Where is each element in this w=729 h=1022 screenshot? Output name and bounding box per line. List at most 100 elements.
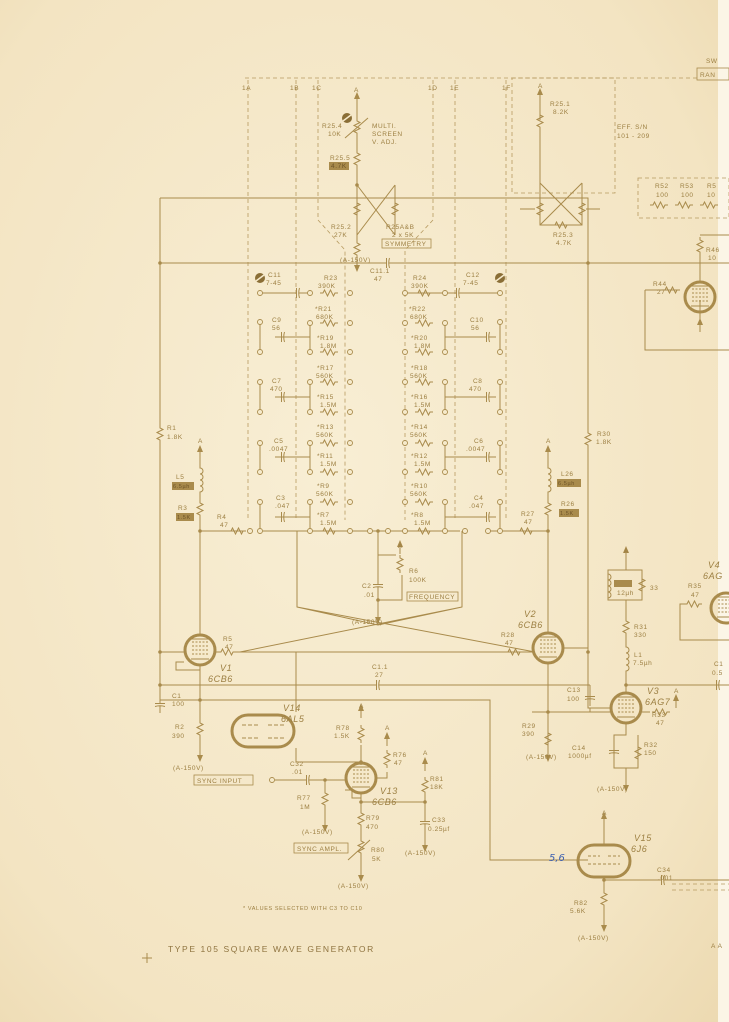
corner-text: A A xyxy=(711,943,723,950)
r11-val: 1.5M xyxy=(320,461,337,468)
r80-val: 5K xyxy=(372,856,381,863)
r26-val: 1.5K xyxy=(560,511,574,517)
r20-ref: *R20 xyxy=(411,335,428,342)
r4-val: 47 xyxy=(220,522,228,529)
frequency-control-box[interactable] xyxy=(406,591,459,602)
symmetry-control-box[interactable] xyxy=(381,238,432,249)
v2-tube-icon xyxy=(531,631,565,665)
c34-ref: C34 xyxy=(657,867,671,874)
r5x-ref: R5 xyxy=(707,183,717,190)
r19-ref: *R19 xyxy=(317,335,334,342)
symmetry-label: SYMMETRY xyxy=(385,241,427,248)
c5-val: .0047 xyxy=(269,446,288,453)
switch-label: SW xyxy=(706,58,718,65)
v14-ref: V14 xyxy=(283,703,301,713)
r21-val: 680K xyxy=(316,314,334,321)
supply-label: A xyxy=(546,438,551,445)
c11-ref: C11 xyxy=(268,272,281,279)
r5x-val: 10 xyxy=(707,192,715,199)
c32-val: .01 xyxy=(292,769,303,776)
r15-val: 1.5M xyxy=(320,402,337,409)
r25-4-val: 10K xyxy=(328,131,341,138)
switch-pos-1f: 1F xyxy=(502,85,511,92)
neg-supply-label: (A-150V) xyxy=(340,257,371,264)
c9-val: 56 xyxy=(272,325,280,332)
c1-1-ref: C1.1 xyxy=(372,664,388,671)
r6-val: 100K xyxy=(409,577,427,584)
l26-val: 6.5µh xyxy=(558,481,575,487)
r8-ref: *R8 xyxy=(411,512,424,519)
r11-ref: *R11 xyxy=(317,453,333,460)
v15-tube-icon xyxy=(576,843,632,879)
r12-ref: *R12 xyxy=(411,453,428,460)
r13-val: 560K xyxy=(316,432,334,439)
r5-ref: R5 xyxy=(223,636,233,643)
r3-val: 1.5K xyxy=(177,515,191,521)
sync-ampl-label: SYNC AMPL. xyxy=(297,846,342,853)
c2-ref: C2 xyxy=(362,583,372,590)
terminals xyxy=(247,290,503,783)
c11-1-val: 47 xyxy=(374,276,382,283)
sync-input-box[interactable] xyxy=(193,774,254,786)
c12-val: 7-45 xyxy=(463,280,478,287)
c9-ref: C9 xyxy=(272,317,282,324)
r22-ref: *R22 xyxy=(409,306,426,313)
r8-val: 1.5M xyxy=(414,520,431,527)
sync-input-label: SYNC INPUT xyxy=(197,778,242,785)
c11-1-ref: C11.1 xyxy=(370,268,390,275)
r44-val: 27 xyxy=(657,289,665,296)
r46-val: 10 xyxy=(708,255,716,262)
supply-label: A xyxy=(674,688,679,695)
r7-val: 1.5M xyxy=(320,520,337,527)
r79-ref: R79 xyxy=(366,815,380,822)
neg-supply-label: (A-150V) xyxy=(173,765,204,772)
v1-tube-icon xyxy=(183,633,217,667)
r77-ref: R77 xyxy=(297,795,311,802)
c8-val: 470 xyxy=(469,386,482,393)
eff-note-1: EFF. S/N xyxy=(617,124,648,131)
r78-ref: R78 xyxy=(336,725,350,732)
r4-ref: R4 xyxy=(217,514,227,521)
r25-5-ref: R25.5 xyxy=(330,155,350,162)
c11-val: 7-45 xyxy=(266,280,281,287)
r76-val: 47 xyxy=(394,760,402,767)
handwritten-pin-note: 5,6 xyxy=(549,853,565,864)
r80-ref: R80 xyxy=(371,847,385,854)
r13-ref: *R13 xyxy=(317,424,334,431)
r29-val: 390 xyxy=(522,731,535,738)
neg-supply-label: (A-150V) xyxy=(526,754,557,761)
supply-label: A xyxy=(423,750,428,757)
r27-val: 47 xyxy=(524,519,532,526)
r23-val: 390K xyxy=(318,283,336,290)
supply-label: A xyxy=(354,87,359,94)
v3-val: 6AG7 xyxy=(645,697,671,707)
v4-val: 6AG xyxy=(703,571,723,581)
c1-1-val: 27 xyxy=(375,672,383,679)
wiring xyxy=(159,100,729,918)
r44-ref: R44 xyxy=(653,281,667,288)
component-symbols xyxy=(142,87,729,963)
r18-val: 560K xyxy=(410,373,428,380)
r26-ref: R26 xyxy=(561,501,575,508)
supply-label: A xyxy=(538,83,543,90)
r19-val: 1.8M xyxy=(320,343,337,350)
r79-val: 470 xyxy=(366,824,379,831)
r76-ref: R76 xyxy=(393,752,407,759)
r14-val: 560K xyxy=(410,432,428,439)
switch-pos-1a: 1A xyxy=(242,85,251,92)
r17-ref: *R17 xyxy=(317,365,334,372)
r25ab-ref: R25A&B xyxy=(386,224,415,231)
r32-val: 150 xyxy=(644,750,657,757)
switch-box-label: RAN xyxy=(700,72,716,79)
r2-val: 390 xyxy=(172,733,185,740)
v14-val: 6AL5 xyxy=(281,714,305,724)
r25-1-val: 8.2K xyxy=(553,109,569,116)
switch-pos-1b: 1B xyxy=(290,85,299,92)
r28-ref: R28 xyxy=(501,632,515,639)
c7-val: 470 xyxy=(270,386,283,393)
v15-ref: V15 xyxy=(634,833,652,843)
c4-ref: C4 xyxy=(474,495,484,502)
sync-ampl-box[interactable] xyxy=(293,842,349,854)
r30-ref: R30 xyxy=(597,431,611,438)
